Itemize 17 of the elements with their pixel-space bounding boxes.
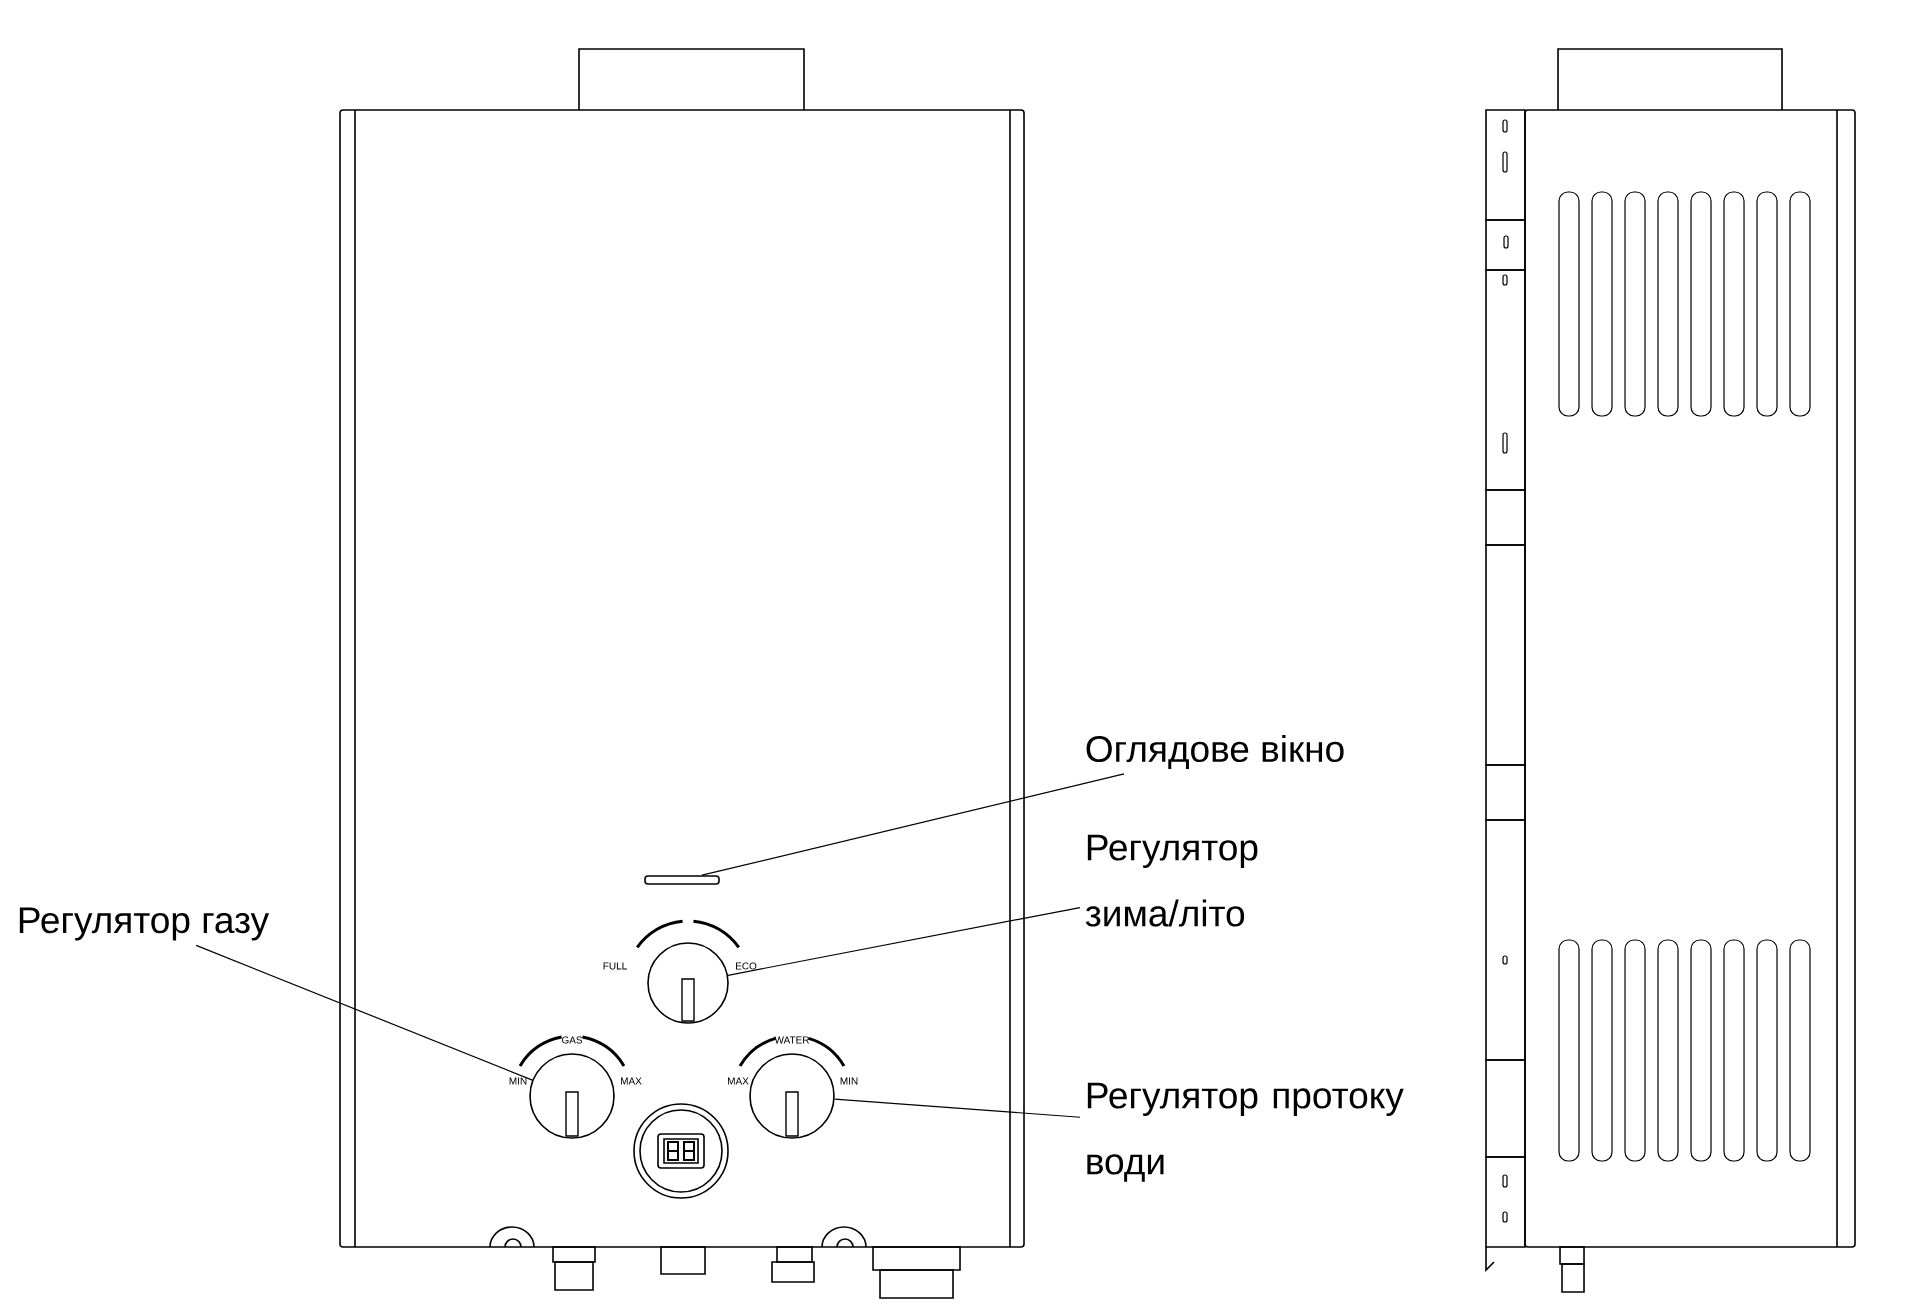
scale-label: MIN <box>509 1077 527 1085</box>
callout-label: Оглядове вікно <box>1086 734 1344 770</box>
scale-label: FULL <box>603 962 627 970</box>
knob <box>529 1053 615 1139</box>
knob <box>749 1053 835 1139</box>
leader-line <box>727 906 1081 976</box>
knob <box>647 942 729 1024</box>
callout-label: Регулятор протоку води <box>1087 1082 1404 1182</box>
scale-label: WATER <box>774 1036 810 1044</box>
sight-window <box>644 875 720 885</box>
scale-label: GAS <box>561 1036 583 1044</box>
leader-line <box>834 1098 1081 1118</box>
leader-line <box>701 773 1125 876</box>
scale-label: ECO <box>736 962 757 970</box>
callout-label: Регулятор газу <box>19 907 270 941</box>
callout-label: Регулятор зима/літо <box>1085 834 1258 927</box>
leader-line <box>195 944 533 1081</box>
